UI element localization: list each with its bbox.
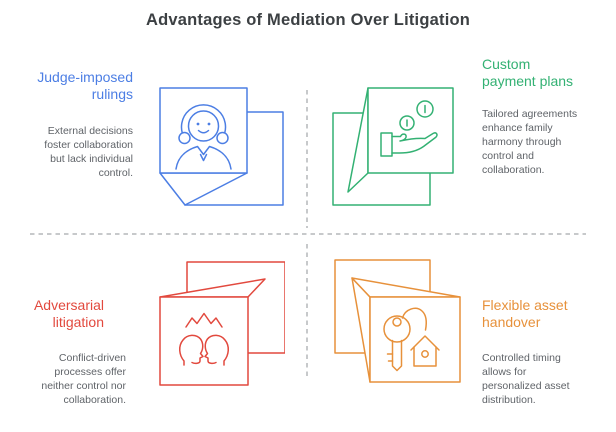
body-line: processes offer bbox=[54, 366, 126, 378]
body-line: control. bbox=[98, 167, 133, 179]
heading-line: payment plans bbox=[482, 73, 574, 89]
body-line: Controlled timing bbox=[482, 352, 561, 364]
quadrant-body: Controlled timing allows for personalize… bbox=[482, 351, 604, 407]
body-line: allows for bbox=[482, 366, 527, 378]
body-line: personalized asset bbox=[482, 380, 570, 392]
quadrant-heading: Adversarial litigation bbox=[18, 297, 126, 331]
heading-line: rulings bbox=[91, 86, 133, 102]
quadrant-body: Tailored agreements enhance family harmo… bbox=[482, 107, 607, 177]
heading-line: handover bbox=[482, 314, 541, 330]
quadrant-body: Conflict-driven processes offer neither … bbox=[18, 351, 126, 407]
vertical-dashed-divider-bottom bbox=[306, 244, 308, 378]
conflict-people-icon bbox=[159, 261, 285, 386]
quadrant-heading: Custom payment plans bbox=[482, 56, 607, 90]
body-line: Tailored agreements bbox=[482, 108, 578, 120]
quadrant-heading: Flexible asset handover bbox=[482, 297, 604, 331]
heading-line: Adversarial bbox=[33, 297, 104, 313]
key-house-icon bbox=[334, 259, 461, 383]
horizontal-dashed-divider bbox=[30, 233, 586, 235]
heading-line: Flexible asset bbox=[482, 297, 568, 313]
body-line: collaboration. bbox=[63, 394, 126, 406]
page-title: Advantages of Mediation Over Litigation bbox=[145, 11, 471, 29]
body-line: enhance family bbox=[482, 122, 553, 134]
quadrant-heading: Judge-imposed rulings bbox=[16, 69, 133, 103]
body-line: foster collaboration bbox=[44, 139, 133, 151]
body-line: but lack individual bbox=[50, 153, 133, 165]
quadrant-top-right-text: Custom payment plans Tailored agreements… bbox=[482, 56, 607, 177]
body-line: External decisions bbox=[47, 125, 133, 137]
body-line: control and bbox=[482, 150, 534, 162]
body-line: collaboration. bbox=[482, 164, 545, 176]
body-line: harmony through bbox=[482, 136, 562, 148]
heading-line: Judge-imposed bbox=[37, 69, 133, 85]
vertical-dashed-divider-top bbox=[306, 90, 308, 228]
judge-icon bbox=[159, 87, 284, 206]
heading-line: litigation bbox=[52, 314, 104, 330]
quadrant-body: External decisions foster collaboration … bbox=[16, 124, 133, 180]
quadrant-bottom-right-text: Flexible asset handover Controlled timin… bbox=[482, 297, 604, 407]
quadrant-bottom-left-text: Adversarial litigation Conflict-driven p… bbox=[18, 297, 126, 407]
body-line: neither control nor bbox=[41, 380, 126, 392]
quadrant-top-left-text: Judge-imposed rulings External decisions… bbox=[16, 69, 133, 180]
heading-line: Custom bbox=[482, 56, 531, 72]
body-line: distribution. bbox=[482, 394, 536, 406]
payment-hand-coins-icon bbox=[332, 87, 454, 206]
body-line: Conflict-driven bbox=[58, 352, 126, 364]
